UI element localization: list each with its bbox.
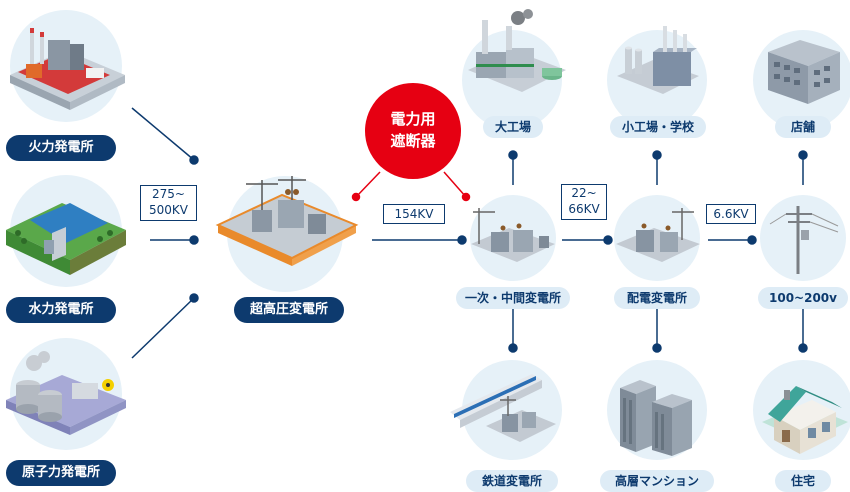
- railway-substation-illustration: [450, 374, 556, 442]
- voltage-box-22-66kv: 22~ 66KV: [561, 184, 607, 220]
- thermal-plant-label: 火力発電所: [6, 135, 116, 161]
- large-factory-illustration: [468, 9, 566, 92]
- hydro-plant-illustration: [6, 203, 126, 275]
- house-label: 住宅: [775, 470, 831, 492]
- utility-pole-illustration: [769, 206, 839, 274]
- small-factory-school-label: 小工場・学校: [610, 116, 706, 138]
- nuclear-plant-illustration: [6, 351, 126, 435]
- voltage-box-6.6kv: 6.6KV: [706, 204, 756, 224]
- shop-label: 店舗: [775, 116, 831, 138]
- house-illustration: [762, 386, 848, 454]
- small-factory-school-illustration: [617, 26, 699, 94]
- voltage-line-2: 500KV: [149, 203, 188, 217]
- large-factory-label: 大工場: [483, 116, 543, 138]
- high-rise-illustration: [620, 380, 692, 456]
- household-voltage-label: 100~200v: [758, 287, 848, 309]
- voltage-line-1: 275~: [152, 187, 185, 201]
- hydro-plant-label: 水力発電所: [6, 297, 116, 323]
- breaker-line-2: 遮断器: [390, 132, 436, 150]
- railway-substation-label: 鉄道変電所: [466, 470, 558, 492]
- voltage-154kv-text: 154KV: [394, 207, 434, 221]
- primary-substation-label: 一次・中間変電所: [456, 287, 570, 309]
- shop-illustration: [768, 40, 840, 104]
- thermal-plant-illustration: [10, 28, 125, 110]
- voltage-6.6kv-text: 6.6KV: [713, 207, 749, 221]
- nuclear-plant-label: 原子力発電所: [6, 460, 116, 486]
- voltage-66kv-line: 66KV: [568, 202, 600, 216]
- breaker-line-1: 電力用: [390, 110, 436, 128]
- ultra-high-substation-illustration: [215, 176, 359, 266]
- voltage-box-154kv: 154KV: [383, 204, 445, 224]
- power-circuit-breaker: 電力用 遮断器: [365, 83, 461, 179]
- voltage-box-275-500kv: 275~ 500KV: [140, 185, 197, 221]
- primary-substation-illustration: [471, 208, 555, 262]
- distribution-substation-illustration: [616, 208, 700, 262]
- distribution-substation-label: 配電変電所: [614, 287, 700, 309]
- voltage-22-line: 22~: [571, 186, 597, 200]
- ultra-high-substation-label: 超高圧変電所: [234, 297, 344, 323]
- high-rise-label: 高層マンション: [600, 470, 714, 492]
